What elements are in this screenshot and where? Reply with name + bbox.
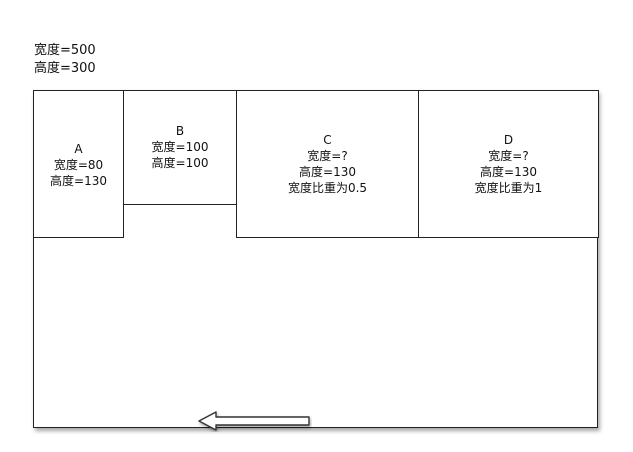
box-c: C 宽度=? 高度=130 宽度比重为0.5 [236, 90, 419, 238]
box-b-name: B [175, 124, 185, 138]
box-d-height: 高度=130 [480, 165, 537, 179]
box-a: A 宽度=80 高度=130 [33, 90, 124, 238]
box-d-ratio: 宽度比重为1 [474, 181, 543, 195]
box-b-width: 宽度=100 [151, 140, 209, 154]
box-b-height: 高度=100 [151, 156, 209, 170]
box-a-name: A [74, 142, 83, 156]
container-height-label: 高度=300 [34, 61, 96, 76]
box-a-height: 高度=130 [50, 174, 107, 188]
box-c-name: C [323, 133, 332, 147]
box-b: B 宽度=100 高度=100 [123, 90, 237, 205]
box-c-width: 宽度=? [307, 149, 348, 163]
hollow-left-arrow-icon [198, 411, 310, 431]
box-c-ratio: 宽度比重为0.5 [287, 181, 368, 195]
box-c-height: 高度=130 [299, 165, 356, 179]
box-a-width: 宽度=80 [53, 158, 104, 172]
flex-container: A 宽度=80 高度=130 B 宽度=100 高度=100 C 宽度=? 高度… [33, 90, 599, 428]
box-d: D 宽度=? 高度=130 宽度比重为1 [418, 90, 599, 238]
container-width-label: 宽度=500 [34, 43, 96, 58]
box-d-name: D [503, 133, 514, 147]
box-d-width: 宽度=? [488, 149, 529, 163]
